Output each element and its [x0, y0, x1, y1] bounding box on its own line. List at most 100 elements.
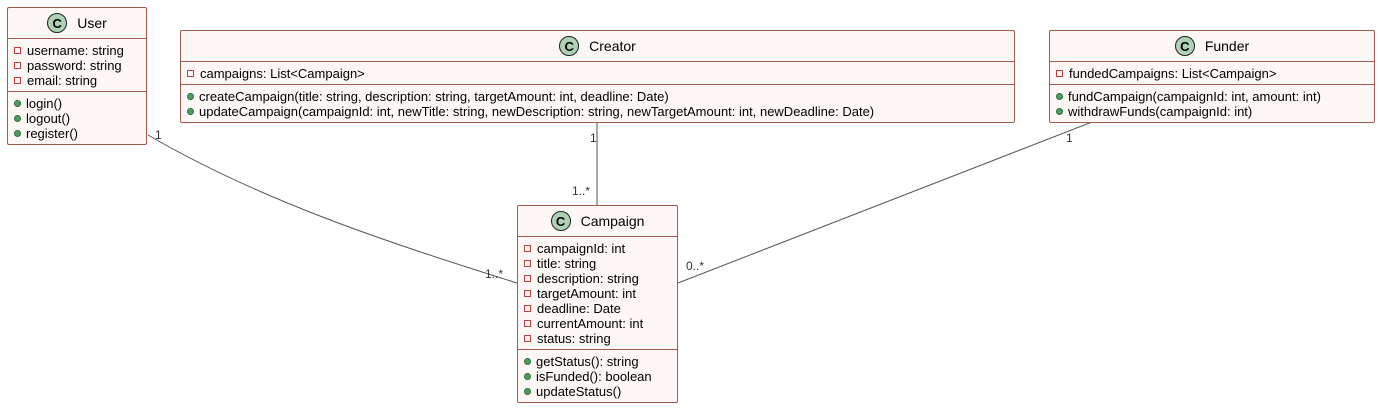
attribute-row: targetAmount: int [524, 286, 677, 301]
multiplicity-funder: 1 [1066, 131, 1073, 145]
method-label: isFunded(): boolean [536, 369, 652, 384]
method-label: logout() [26, 111, 71, 126]
attribute-label: targetAmount: int [537, 286, 636, 301]
multiplicity-funder-campaign: 0..* [686, 259, 705, 273]
private-icon [187, 70, 194, 77]
attribute-row: fundedCampaigns: List<Campaign> [1056, 66, 1374, 81]
class-user-header: C User [8, 8, 146, 39]
method-row: updateStatus() [524, 384, 677, 399]
public-icon [187, 93, 194, 100]
attribute-row: campaignId: int [524, 241, 677, 256]
class-campaign-header: C Campaign [518, 206, 677, 237]
class-user-attributes: username: string password: string email:… [8, 39, 146, 91]
class-funder-name: Funder [1204, 38, 1250, 54]
class-creator-methods: createCampaign(title: string, descriptio… [181, 84, 1014, 122]
method-label: register() [26, 126, 79, 141]
method-row: createCampaign(title: string, descriptio… [187, 89, 1014, 104]
class-campaign-methods: getStatus(): string isFunded(): boolean … [518, 349, 677, 402]
public-icon [14, 130, 21, 137]
attribute-label: description: string [537, 271, 639, 286]
class-creator-name: Creator [589, 38, 636, 54]
class-funder-header: C Funder [1050, 31, 1374, 62]
attribute-label: email: string [27, 73, 98, 88]
attribute-label: username: string [27, 43, 124, 58]
class-user-methods: login() logout() register() [8, 91, 146, 144]
class-user: C User username: string password: string… [7, 7, 147, 145]
funder-campaign-association [677, 121, 1093, 284]
public-icon [14, 115, 21, 122]
class-icon: C [1174, 36, 1195, 56]
public-icon [1056, 93, 1063, 100]
multiplicity-user: 1 [155, 128, 162, 142]
class-campaign-attributes: campaignId: int title: string descriptio… [518, 237, 677, 349]
method-row: isFunded(): boolean [524, 369, 677, 384]
class-creator-header: C Creator [181, 31, 1014, 62]
public-icon [524, 373, 531, 380]
method-row: fundCampaign(campaignId: int, amount: in… [1056, 89, 1374, 104]
method-label: getStatus(): string [536, 354, 639, 369]
attribute-label: campaigns: List<Campaign> [200, 66, 365, 81]
class-creator: C Creator campaigns: List<Campaign> crea… [180, 30, 1015, 123]
method-row: updateCampaign(campaignId: int, newTitle… [187, 104, 1014, 119]
class-campaign: C Campaign campaignId: int title: string… [517, 205, 678, 403]
attribute-label: password: string [27, 58, 122, 73]
attribute-row: status: string [524, 331, 677, 346]
method-label: fundCampaign(campaignId: int, amount: in… [1068, 89, 1321, 104]
class-user-name: User [77, 15, 107, 31]
method-label: withdrawFunds(campaignId: int) [1068, 104, 1253, 119]
method-row: login() [14, 96, 146, 111]
public-icon [187, 108, 194, 115]
public-icon [1056, 108, 1063, 115]
class-campaign-name: Campaign [580, 213, 645, 229]
public-icon [524, 358, 531, 365]
class-funder: C Funder fundedCampaigns: List<Campaign>… [1049, 30, 1375, 123]
private-icon [524, 245, 531, 252]
method-label: updateStatus() [536, 384, 622, 399]
private-icon [14, 47, 21, 54]
method-label: createCampaign(title: string, descriptio… [199, 89, 669, 104]
private-icon [14, 77, 21, 84]
method-row: withdrawFunds(campaignId: int) [1056, 104, 1374, 119]
private-icon [524, 335, 531, 342]
attribute-label: status: string [537, 331, 611, 346]
attribute-label: campaignId: int [537, 241, 626, 256]
class-icon: C [550, 211, 571, 231]
class-creator-attributes: campaigns: List<Campaign> [181, 62, 1014, 84]
attribute-row: currentAmount: int [524, 316, 677, 331]
attribute-row: description: string [524, 271, 677, 286]
public-icon [524, 388, 531, 395]
multiplicity-creator: 1 [590, 131, 597, 145]
method-row: register() [14, 126, 146, 141]
attribute-row: deadline: Date [524, 301, 677, 316]
attribute-row: campaigns: List<Campaign> [187, 66, 1014, 81]
attribute-row: email: string [14, 73, 146, 88]
attribute-row: title: string [524, 256, 677, 271]
attribute-label: deadline: Date [537, 301, 621, 316]
private-icon [1056, 70, 1063, 77]
attribute-row: username: string [14, 43, 146, 58]
method-row: getStatus(): string [524, 354, 677, 369]
private-icon [524, 320, 531, 327]
multiplicity-user-campaign: 1..* [485, 267, 504, 281]
public-icon [14, 100, 21, 107]
private-icon [524, 275, 531, 282]
class-funder-methods: fundCampaign(campaignId: int, amount: in… [1050, 84, 1374, 122]
class-icon: C [559, 36, 580, 56]
method-label: updateCampaign(campaignId: int, newTitle… [199, 104, 875, 119]
multiplicity-creator-campaign: 1..* [572, 184, 591, 198]
method-row: logout() [14, 111, 146, 126]
attribute-label: currentAmount: int [537, 316, 644, 331]
private-icon [524, 290, 531, 297]
private-icon [524, 305, 531, 312]
attribute-label: title: string [537, 256, 597, 271]
attribute-row: password: string [14, 58, 146, 73]
private-icon [524, 260, 531, 267]
class-funder-attributes: fundedCampaigns: List<Campaign> [1050, 62, 1374, 84]
user-campaign-association [147, 134, 518, 284]
private-icon [14, 62, 21, 69]
class-icon: C [47, 13, 68, 33]
attribute-label: fundedCampaigns: List<Campaign> [1069, 66, 1277, 81]
method-label: login() [26, 96, 63, 111]
